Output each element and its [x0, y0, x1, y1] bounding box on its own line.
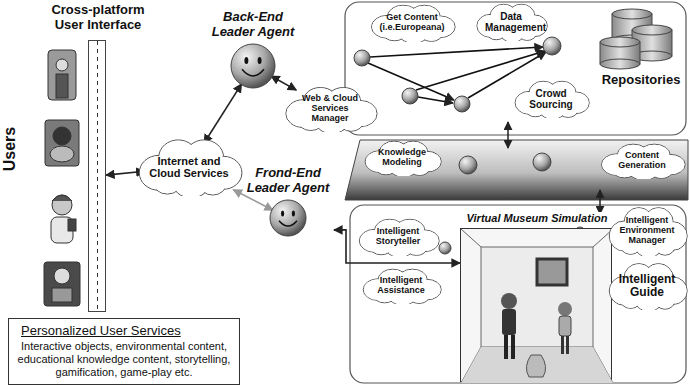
cloud-label: Web & Cloud Services Manager: [293, 94, 367, 124]
cloud-label: Data Management: [485, 11, 537, 33]
connector: [271, 76, 296, 90]
connector: [204, 84, 242, 143]
cloud-label: Knowledge Modeling: [373, 148, 431, 168]
cloud-label: Crowd Sourcing: [523, 88, 579, 110]
thought-cloud: Intelligent Environment Manager: [606, 206, 688, 256]
thought-cloud: Internet and Cloud Services: [135, 138, 243, 196]
database-icon: [600, 9, 672, 69]
cloud-label: Intelligent Storyteller: [367, 227, 429, 247]
services-heading: Personalized User Services: [15, 323, 233, 338]
repository-text: Repositories: [598, 72, 684, 87]
leader-agent: Frond-End Leader Agent: [242, 166, 334, 238]
agent-label: Frond-End Leader Agent: [242, 166, 334, 196]
virtual-museum: Virtual Museum Simulation: [460, 228, 612, 382]
region-arrows: [508, 122, 600, 214]
thought-cloud: Crowd Sourcing: [512, 80, 590, 118]
thought-cloud: Data Management: [474, 3, 548, 41]
cloud-label: Intelligent Guide: [617, 273, 677, 299]
museum-heading: Virtual Museum Simulation: [455, 212, 619, 224]
thought-cloud: Intelligent Guide: [606, 262, 688, 310]
cloud-label: Get Content (i.e.Europeana): [379, 13, 445, 33]
thought-cloud: Intelligent Assistance: [360, 268, 442, 304]
services-body: Interactive objects, environmental conte…: [15, 340, 233, 380]
museum-room: [461, 229, 613, 383]
back-end-region: [345, 2, 686, 135]
cloud-label: Intelligent Assistance: [371, 276, 431, 296]
thought-cloud: Get Content (i.e.Europeana): [368, 4, 456, 42]
thought-cloud: Intelligent Storyteller: [356, 218, 440, 256]
cloud-label: Intelligent Environment Manager: [617, 216, 677, 246]
cloud-label: Content Generation: [609, 151, 675, 171]
thought-cloud: Web & Cloud Services Manager: [282, 86, 378, 132]
user-interface-panel: Cross-platform User Interface: [88, 40, 106, 312]
thought-cloud: Content Generation: [598, 143, 686, 179]
repository-label: Repositories: [598, 72, 684, 94]
middle-platform: [345, 140, 688, 200]
panel-heading: Cross-platform User Interface: [47, 3, 149, 33]
cloud-label: Internet and Cloud Services: [146, 155, 232, 179]
side-label: Users: [1, 127, 19, 171]
agent-face: [229, 42, 277, 90]
agent-label: Back-End Leader Agent: [203, 10, 303, 40]
agent-face: [268, 198, 308, 238]
leader-agent: Back-End Leader Agent: [203, 10, 303, 90]
front-end-region: [350, 205, 686, 383]
thought-cloud: Knowledge Modeling: [362, 140, 442, 176]
services-box: Personalized User ServicesInteractive ob…: [8, 318, 240, 385]
user-figures: [44, 50, 80, 306]
